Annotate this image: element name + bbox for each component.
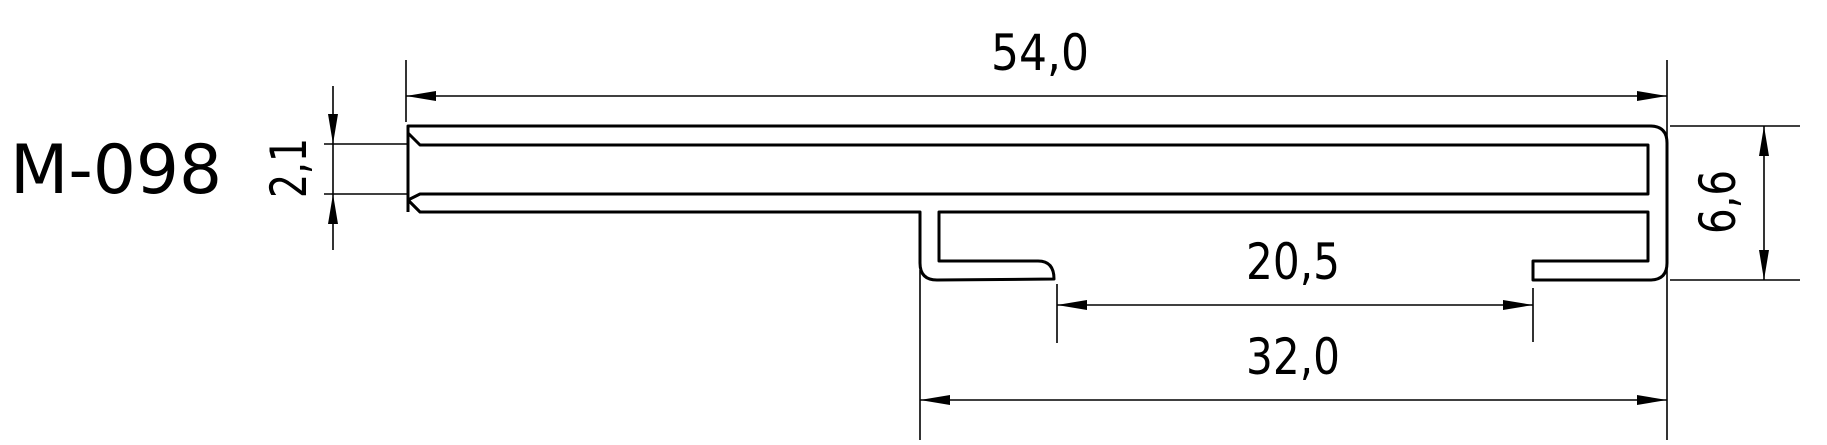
- dimension-channel-width: 32,0: [919, 270, 1667, 440]
- arrow-up-icon: [1759, 126, 1769, 156]
- part-number-label: M-098: [10, 131, 222, 210]
- arrow-left-icon: [1057, 300, 1087, 310]
- dimension-slot-opening: 20,5: [1056, 233, 1534, 343]
- dimension-label-20-5: 20,5: [1246, 233, 1340, 291]
- arrow-left-icon: [920, 395, 950, 405]
- dimension-overall-width: 54,0: [405, 24, 1668, 440]
- arrow-up-icon: [328, 194, 338, 224]
- profile-outline: [406, 124, 1669, 282]
- dimension-label-6-6: 6,6: [1689, 170, 1747, 234]
- lower-lip: [406, 126, 1650, 214]
- arrow-down-icon: [328, 114, 338, 144]
- dimension-label-54: 54,0: [991, 24, 1089, 82]
- arrow-down-icon: [1759, 250, 1769, 280]
- dimension-overall-height: 6,6: [1670, 125, 1800, 281]
- dimension-label-2-1: 2,1: [260, 138, 318, 198]
- arrow-right-icon: [1503, 300, 1533, 310]
- arrow-left-icon: [406, 91, 436, 101]
- dimension-label-32-0: 32,0: [1246, 328, 1340, 386]
- arrow-right-icon: [1637, 91, 1667, 101]
- arrow-right-icon: [1637, 395, 1667, 405]
- dimension-lip-gap: 2,1: [260, 86, 408, 250]
